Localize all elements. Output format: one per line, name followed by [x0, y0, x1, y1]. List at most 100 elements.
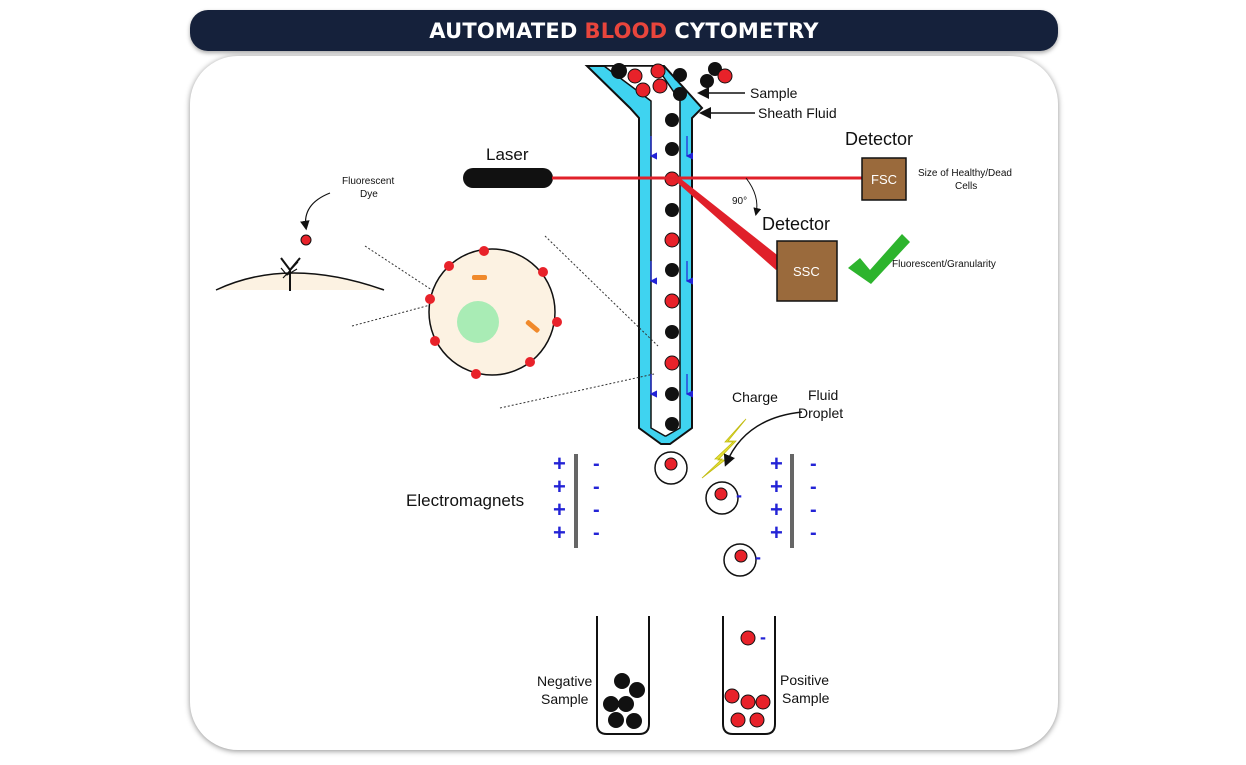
cell-red — [717, 68, 733, 84]
fsc-label: FSC — [871, 172, 897, 187]
cell-red — [664, 232, 680, 248]
cell-black — [618, 696, 634, 712]
cell-red — [749, 712, 765, 728]
tube-cell-charge: - — [760, 627, 766, 647]
side-scatter-beam — [672, 175, 786, 270]
svg-text:-: - — [593, 453, 600, 475]
sheath-fluid-label: Sheath Fluid — [758, 105, 837, 121]
svg-text:+: + — [770, 451, 783, 476]
sample-label: Sample — [750, 85, 798, 101]
cell-black — [603, 696, 619, 712]
receptor-dot — [479, 246, 489, 256]
svg-text:-: - — [593, 499, 600, 521]
cell-red — [734, 549, 748, 563]
receptor-dot — [425, 294, 435, 304]
cell-red — [664, 355, 680, 371]
cell-black — [665, 387, 679, 401]
svg-text:-: - — [810, 476, 817, 498]
charge-label: Charge — [732, 389, 778, 405]
svg-text:-: - — [593, 522, 600, 544]
droplet-charge: - — [755, 547, 761, 567]
fluorescent-line1: Fluorescent — [342, 176, 394, 187]
cell-black — [665, 263, 679, 277]
fsc-note-line1: Size of Healthy/Dead — [918, 168, 1012, 179]
flow-arrows — [649, 136, 693, 398]
cell-black — [611, 63, 627, 79]
cell-black — [608, 712, 624, 728]
svg-text:+: + — [770, 497, 783, 522]
cell-red — [627, 68, 643, 84]
cell-black — [665, 417, 679, 431]
dye-dot — [300, 234, 312, 246]
nucleus — [457, 301, 499, 343]
cell-red — [724, 688, 740, 704]
cell-red — [755, 694, 771, 710]
cell-red — [740, 694, 756, 710]
cell-black — [626, 713, 642, 729]
svg-text:-: - — [593, 476, 600, 498]
svg-text:-: - — [810, 522, 817, 544]
ssc-note: Fluorescent/Granularity — [892, 259, 996, 270]
organelle — [525, 320, 540, 333]
cell-membrane — [215, 272, 385, 291]
svg-text:+: + — [553, 474, 566, 499]
droplet-arrow — [723, 411, 803, 467]
title-bar: AUTOMATED BLOOD CYTOMETRY — [190, 10, 1058, 51]
dye-arrow — [300, 192, 331, 231]
title-word-cytometry: CYTOMETRY — [674, 18, 819, 43]
cell-red — [730, 712, 746, 728]
svg-text:-: - — [810, 453, 817, 475]
svg-text:+: + — [553, 497, 566, 522]
ssc-label: SSC — [793, 264, 820, 279]
droplet-charge: - — [736, 485, 742, 505]
angle-arc — [745, 177, 762, 216]
antibody-icon — [280, 257, 301, 291]
positive-label-line1: Positive — [780, 672, 829, 688]
zoom-guides — [351, 235, 659, 409]
receptor-dot — [552, 317, 562, 327]
cell-red — [652, 78, 668, 94]
receptor-dot — [538, 267, 548, 277]
cell-black — [700, 74, 714, 88]
laser-emitter — [463, 168, 553, 188]
receptor-dot — [444, 261, 454, 271]
checkmark-icon — [848, 234, 910, 284]
diagram-panel: Sample Sheath Fluid Laser 90° Detector F… — [190, 56, 1058, 750]
laser-label: Laser — [486, 145, 529, 164]
negative-label-line1: Negative — [537, 673, 592, 689]
svg-text:-: - — [810, 499, 817, 521]
svg-text:+: + — [770, 520, 783, 545]
cell-red — [664, 293, 680, 309]
electromagnets-label: Electromagnets — [406, 491, 524, 510]
positive-label-line2: Sample — [782, 690, 830, 706]
svg-text:+: + — [553, 451, 566, 476]
cell-black — [665, 203, 679, 217]
left-electromagnet: + + + + - - - - — [553, 451, 600, 548]
ssc-detector-title: Detector — [762, 214, 830, 234]
cell-black — [629, 682, 645, 698]
right-electromagnet: + + + + - - - - — [770, 451, 817, 548]
title-word-blood: BLOOD — [584, 18, 668, 43]
fsc-detector-title: Detector — [845, 129, 913, 149]
ssc-detector — [776, 240, 838, 302]
sample-core-stream — [601, 65, 681, 437]
fluid-label-line1: Fluid — [808, 387, 838, 403]
fsc-detector — [861, 157, 907, 201]
cell-black — [665, 113, 679, 127]
fluorescent-line2: Dye — [360, 189, 378, 200]
cytometry-diagram: Sample Sheath Fluid Laser 90° Detector F… — [215, 62, 1012, 735]
cell-red — [740, 630, 756, 646]
cell-black — [665, 142, 679, 156]
receptor-dot — [430, 336, 440, 346]
title-word-automated: AUTOMATED — [429, 18, 578, 43]
svg-text:+: + — [770, 474, 783, 499]
negative-label-line2: Sample — [541, 691, 589, 707]
cell-red — [714, 487, 728, 501]
cell-black — [673, 68, 687, 82]
sheath-fluid-outer — [584, 65, 704, 445]
cell-red — [664, 457, 678, 471]
cell-black — [665, 325, 679, 339]
fluid-label-line2: Droplet — [798, 405, 843, 421]
cell-red — [635, 82, 651, 98]
organelle — [472, 275, 487, 280]
